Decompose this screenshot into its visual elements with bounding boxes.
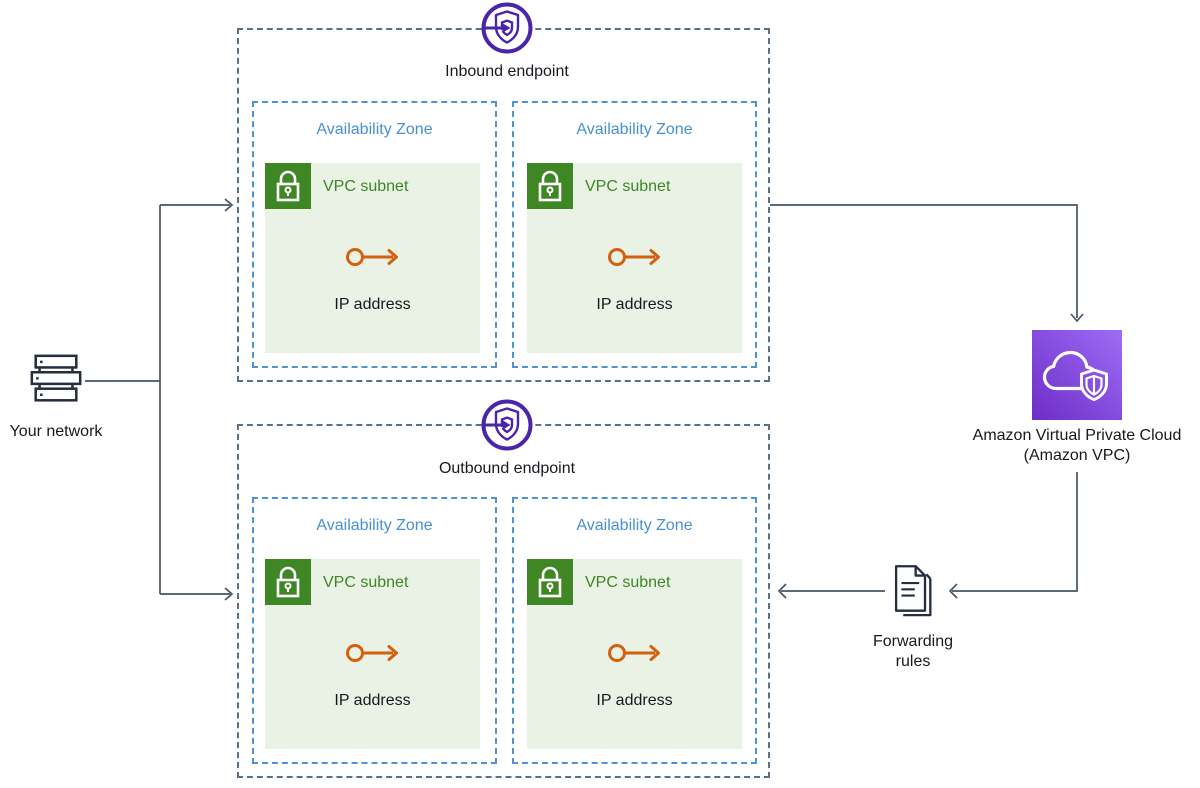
amazon-vpc-icon bbox=[1032, 330, 1122, 420]
ip-address-icon bbox=[345, 244, 401, 270]
inbound-endpoint-icon bbox=[479, 0, 535, 56]
your-network-label: Your network bbox=[9, 423, 103, 440]
availability-zone-label: Availability Zone bbox=[316, 517, 433, 534]
availability-zone-box bbox=[252, 101, 497, 368]
vpc-subnet-label: VPC subnet bbox=[323, 574, 409, 591]
ip-address-label: IP address bbox=[596, 692, 673, 709]
lock-icon bbox=[265, 163, 311, 209]
availability-zone-box bbox=[512, 101, 757, 368]
lock-icon bbox=[527, 163, 573, 209]
ip-address-icon bbox=[607, 244, 663, 270]
lock-icon bbox=[265, 559, 311, 605]
vpc-subnet-label: VPC subnet bbox=[585, 574, 671, 591]
forwarding-rules-icon bbox=[889, 562, 937, 622]
ip-address-label: IP address bbox=[334, 692, 411, 709]
your-network-icon bbox=[27, 352, 85, 408]
availability-zone-label: Availability Zone bbox=[576, 121, 693, 138]
availability-zone-label: Availability Zone bbox=[576, 517, 693, 534]
inbound-endpoint-label: Inbound endpoint bbox=[445, 63, 569, 80]
ip-address-icon bbox=[345, 640, 401, 666]
ip-address-icon bbox=[607, 640, 663, 666]
availability-zone-box bbox=[252, 497, 497, 764]
availability-zone-label: Availability Zone bbox=[316, 121, 433, 138]
amazon-vpc-label-line1: Amazon Virtual Private Cloud bbox=[972, 427, 1182, 444]
ip-address-label: IP address bbox=[596, 296, 673, 313]
outbound-endpoint-icon bbox=[479, 397, 535, 453]
forwarding-rules-label-line2: rules bbox=[895, 653, 931, 670]
availability-zone-box bbox=[512, 497, 757, 764]
forwarding-rules-label-line1: Forwarding bbox=[872, 633, 954, 650]
amazon-vpc-label-line2: (Amazon VPC) bbox=[1023, 447, 1131, 464]
vpc-subnet-label: VPC subnet bbox=[323, 178, 409, 195]
ip-address-label: IP address bbox=[334, 296, 411, 313]
lock-icon bbox=[527, 559, 573, 605]
outbound-endpoint-label: Outbound endpoint bbox=[438, 460, 576, 477]
vpc-subnet-label: VPC subnet bbox=[585, 178, 671, 195]
